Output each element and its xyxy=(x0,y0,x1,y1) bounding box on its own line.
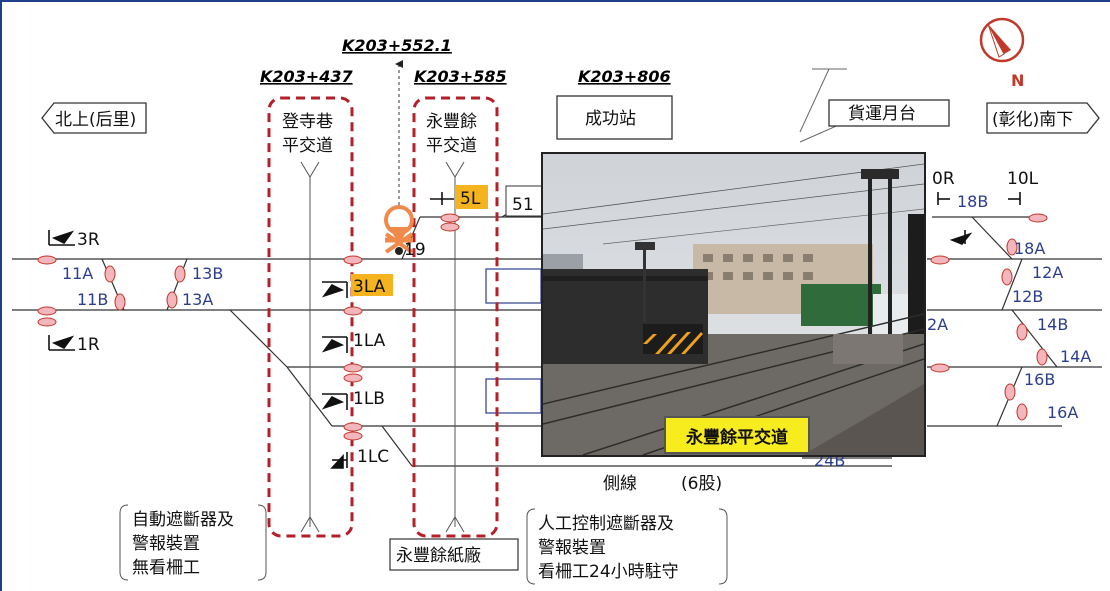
paper-mill-box xyxy=(389,538,519,571)
point-14b-label: 14B xyxy=(1037,315,1068,334)
dengsi-crossing-name-line2: 平交道 xyxy=(282,136,333,156)
km-marker-552: K203+552.1 xyxy=(342,36,452,55)
side-track-name: 側線 xyxy=(603,474,637,494)
point-13a-label: 13A xyxy=(182,290,213,309)
south-direction-label: (彰化)南下 xyxy=(992,110,1073,130)
manual-note-line1: 人工控制遮斷器及 xyxy=(538,514,674,534)
point-markers xyxy=(37,213,1048,441)
manual-note-line3: 看柵工24小時駐守 xyxy=(538,562,679,582)
signal-5l-icon xyxy=(430,192,454,205)
crossing-photo-caption: 永豐餘平交道 xyxy=(664,416,810,454)
signal-3r-icon xyxy=(48,230,75,246)
point-12b-label: 12B xyxy=(1012,287,1043,306)
km-marker-585: K203+585 xyxy=(414,67,507,86)
point-12a-label: 12A xyxy=(1032,263,1063,282)
signal-1lb-label: 1LB xyxy=(353,389,385,409)
point-11b-label: 11B xyxy=(77,290,108,309)
signal-10l-icon xyxy=(1008,192,1021,205)
north-direction-box xyxy=(41,102,147,134)
compass-letter: N xyxy=(1011,71,1024,90)
station-label: 成功站 xyxy=(585,109,636,129)
dengsi-crossing-name-line1: 登寺巷 xyxy=(282,112,333,132)
dengsi-crossing-zone xyxy=(267,96,354,538)
point-11a-label: 11A xyxy=(62,264,93,283)
point-13b-label: 13B xyxy=(192,264,223,283)
km-marker-437: K203+437 xyxy=(260,67,353,86)
signal-0r-label: 0R xyxy=(932,169,955,189)
auto-note-line1: 自動遮斷器及 xyxy=(132,510,234,530)
signal-18a-icon xyxy=(949,230,973,245)
auto-note-line3: 無看柵工 xyxy=(132,558,200,578)
signal-3r-label: 3R xyxy=(77,230,100,250)
compass-icon xyxy=(979,17,1025,63)
signal-1la-icon xyxy=(321,336,348,353)
signal-1la-label: 1LA xyxy=(353,331,386,351)
km-marker-806: K203+806 xyxy=(578,67,671,86)
station-box xyxy=(556,95,673,140)
auto-note-line2: 警報裝置 xyxy=(132,534,200,554)
freight-platform-label: 貨運月台 xyxy=(848,104,916,124)
signal-3la-icon xyxy=(321,281,348,298)
signal-1r-icon xyxy=(48,335,75,351)
location-pin-icon xyxy=(384,205,414,255)
signal-0r-icon xyxy=(937,192,950,205)
north-direction-label: 北上(后里) xyxy=(55,110,136,130)
signal-3la-highlight xyxy=(351,274,393,296)
side-track-count: (6股) xyxy=(681,474,722,494)
south-direction-box xyxy=(986,102,1100,134)
point-18b-label: 18B xyxy=(957,192,988,211)
signal-10l-label: 10L xyxy=(1007,169,1039,189)
track-lines xyxy=(12,191,1102,467)
signal-51-label: 51 xyxy=(512,195,534,215)
yongfengyu-crossing-name-line2: 平交道 xyxy=(426,136,477,156)
signal-1lb-icon xyxy=(321,393,348,410)
signal-3la-label: 3LA xyxy=(353,277,386,297)
point-2a-label: 2A xyxy=(927,315,948,334)
point-14a-label: 14A xyxy=(1060,347,1091,366)
yongfengyu-crossing-name-line1: 永豐餘 xyxy=(426,112,477,132)
point-18a-label: 18A xyxy=(1014,239,1045,258)
signal-5l-label: 5L xyxy=(460,189,481,209)
freight-platform-box xyxy=(828,99,950,127)
signal-19-label: 19 xyxy=(404,240,426,260)
manual-note-line2: 警報裝置 xyxy=(538,538,606,558)
paper-mill-label: 永豐餘紙廠 xyxy=(396,545,481,566)
signal-1r-label: 1R xyxy=(77,335,100,355)
crossing-photo-image xyxy=(543,154,924,455)
signal-1lc-icon xyxy=(330,452,348,469)
crossing-photo xyxy=(541,152,926,457)
point-16b-label: 16B xyxy=(1024,370,1055,389)
signal-5l-highlight xyxy=(455,185,488,209)
yongfengyu-crossing-zone xyxy=(412,96,499,538)
point-16a-label: 16A xyxy=(1047,403,1078,422)
signal-1lc-label: 1LC xyxy=(357,447,389,467)
